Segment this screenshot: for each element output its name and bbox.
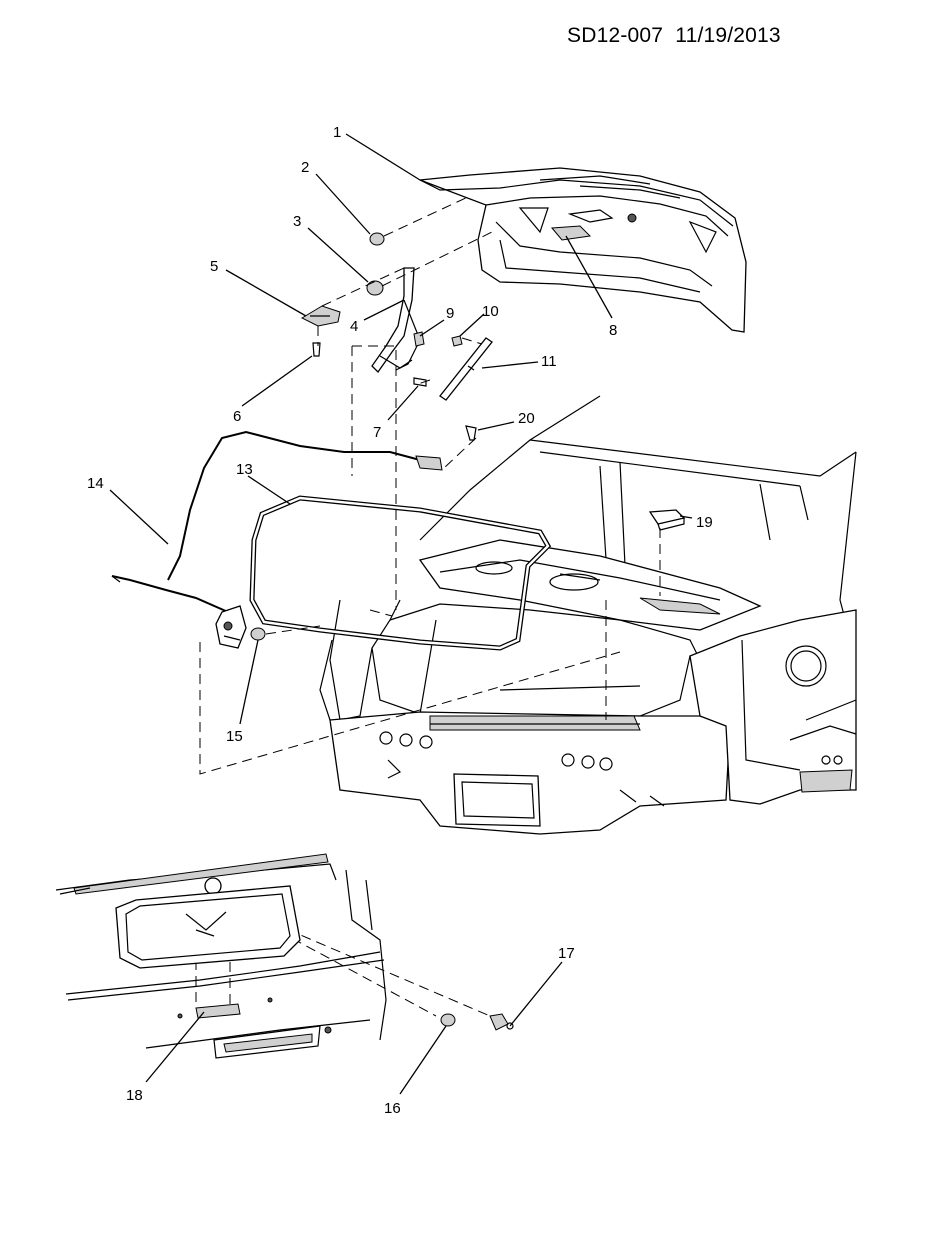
release-cable-illustration bbox=[111, 430, 443, 649]
callout-2: 2 bbox=[301, 159, 309, 176]
document-code: SD12-007 bbox=[567, 24, 664, 47]
document-header: SD12-007 11/19/2013 bbox=[567, 24, 781, 48]
callout-8: 8 bbox=[609, 322, 617, 339]
callout-18: 18 bbox=[126, 1087, 143, 1104]
document-date: 11/19/2013 bbox=[675, 24, 781, 47]
callout-7: 7 bbox=[373, 424, 381, 441]
license-plate-area-illustration bbox=[55, 853, 514, 1059]
callout-leader-lines bbox=[109, 133, 693, 1095]
callout-1: 1 bbox=[333, 124, 341, 141]
weatherstrip-illustration bbox=[249, 495, 552, 651]
callout-14: 14 bbox=[87, 475, 104, 492]
deck-lid-illustration bbox=[419, 167, 747, 333]
callout-20: 20 bbox=[518, 410, 535, 427]
callout-16: 16 bbox=[384, 1100, 401, 1117]
callout-11: 11 bbox=[541, 353, 557, 370]
callout-17: 17 bbox=[558, 945, 575, 962]
callout-labels: 1 2 3 5 4 9 10 8 11 6 7 20 13 14 19 15 1… bbox=[87, 124, 713, 1117]
callout-5: 5 bbox=[210, 258, 218, 275]
hinge-assembly-illustration bbox=[300, 232, 493, 441]
callout-6: 6 bbox=[233, 408, 241, 425]
rear-body-illustration bbox=[319, 395, 857, 835]
callout-15: 15 bbox=[226, 728, 243, 745]
callout-10: 10 bbox=[482, 303, 499, 320]
assembly-reference-lines bbox=[195, 195, 661, 1017]
callout-3: 3 bbox=[293, 213, 301, 230]
callout-9: 9 bbox=[446, 305, 454, 322]
callout-19: 19 bbox=[696, 514, 713, 531]
callout-13: 13 bbox=[236, 461, 253, 478]
callout-4: 4 bbox=[350, 318, 358, 335]
